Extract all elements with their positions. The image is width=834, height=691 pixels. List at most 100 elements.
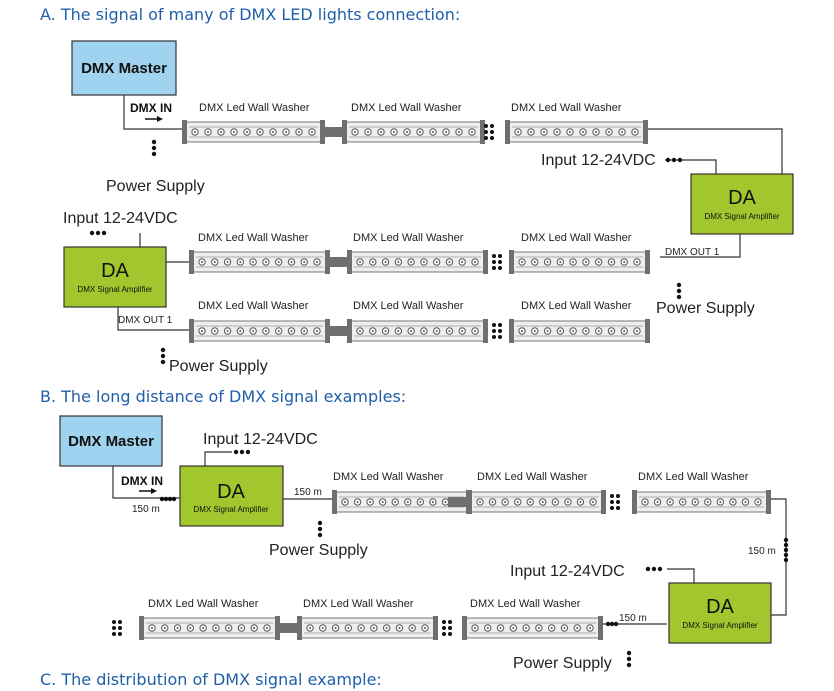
led-center <box>559 261 562 263</box>
led-center <box>252 330 255 332</box>
led-center <box>189 627 192 629</box>
led-center <box>435 330 438 332</box>
wire-master-to-washer <box>123 95 183 130</box>
led-center <box>321 627 324 629</box>
input-voltage-label: Input 12-24VDC <box>510 563 625 580</box>
led-center <box>266 627 268 629</box>
led-center <box>406 131 408 133</box>
washer-light <box>342 120 485 144</box>
led-center <box>385 627 388 629</box>
connector-dot <box>605 621 611 627</box>
led-center <box>277 330 280 332</box>
connector-dot <box>160 353 166 359</box>
washer-cap-left <box>462 616 467 640</box>
led-center <box>550 627 553 629</box>
led-center <box>572 330 575 332</box>
input-voltage-label: Input 12-24VDC <box>63 210 178 227</box>
led-center <box>394 501 397 503</box>
power-supply-label: Power Supply <box>656 300 755 317</box>
connector-dot <box>626 662 632 668</box>
washer-label: DMX Led Wall Washer <box>353 300 464 312</box>
led-center <box>448 330 451 332</box>
connector-dot <box>492 329 496 333</box>
led-center <box>246 131 248 133</box>
led-center <box>636 330 638 332</box>
washer-joiner <box>277 623 300 633</box>
led-center <box>406 501 409 503</box>
led-center <box>410 261 413 263</box>
washer-light <box>462 616 603 640</box>
led-center <box>277 261 280 263</box>
led-center <box>264 261 267 263</box>
led-center <box>608 131 610 133</box>
led-center <box>207 131 209 133</box>
connector-dot <box>492 260 496 264</box>
led-center <box>471 131 473 133</box>
washer-light <box>505 120 648 144</box>
washer-cap-left <box>632 490 637 514</box>
dmx-in-arrow-head-b <box>151 488 157 494</box>
connector-dot <box>626 656 632 662</box>
led-center <box>316 261 318 263</box>
led-center <box>272 131 274 133</box>
led-center <box>566 501 569 503</box>
dmx-in-label: DMX IN <box>130 101 172 115</box>
led-center <box>694 501 697 503</box>
connector-dot <box>448 632 452 636</box>
led-center <box>309 627 311 629</box>
wire-master-b-to-da <box>112 460 182 499</box>
washer-label: DMX Led Wall Washer <box>638 471 749 483</box>
washer-layer <box>139 120 771 640</box>
led-center <box>546 261 549 263</box>
led-center <box>474 330 476 332</box>
da-box-a-left <box>63 246 167 308</box>
washer-cap-right <box>643 120 648 144</box>
connector-dot <box>89 230 95 236</box>
led-center <box>240 627 243 629</box>
led-center <box>220 131 222 133</box>
led-center <box>290 261 293 263</box>
washer-label: DMX Led Wall Washer <box>199 102 310 114</box>
connector-dot <box>317 532 323 538</box>
led-center <box>298 131 300 133</box>
washer-cap-left <box>509 319 514 343</box>
connector-dot <box>498 329 502 333</box>
connector-dot <box>676 294 682 300</box>
led-center <box>656 501 659 503</box>
led-center <box>411 627 414 629</box>
led-center <box>474 627 476 629</box>
led-center <box>521 261 523 263</box>
input-voltage-label: Input 12-24VDC <box>541 152 656 169</box>
led-center <box>559 330 562 332</box>
power-supply-label: Power Supply <box>513 655 612 672</box>
washer-cap-left <box>189 250 194 274</box>
da-title-b-left: DA <box>217 481 245 503</box>
led-center <box>576 627 579 629</box>
washer-cap-right <box>645 250 650 274</box>
washer-light <box>632 490 771 514</box>
led-center <box>479 501 481 503</box>
led-center <box>610 330 613 332</box>
led-center <box>194 131 196 133</box>
wire-row1-to-da <box>647 128 783 174</box>
led-center <box>589 627 591 629</box>
da-box-b-right <box>668 582 772 644</box>
washer-light <box>347 250 488 274</box>
led-center <box>499 627 502 629</box>
washer-light <box>297 616 438 640</box>
washer-label: DMX Led Wall Washer <box>351 102 462 114</box>
led-center <box>239 261 242 263</box>
washer-label: DMX Led Wall Washer <box>477 471 588 483</box>
led-center <box>533 330 536 332</box>
led-center <box>669 501 672 503</box>
led-center <box>372 627 375 629</box>
led-center <box>541 501 544 503</box>
connector-dot <box>448 626 452 630</box>
connector-dot <box>613 621 619 627</box>
connector-dot <box>783 552 789 558</box>
da-subtitle-b-left: DMX Signal Amplifier <box>193 505 268 514</box>
led-center <box>264 330 267 332</box>
connector-dot <box>616 506 620 510</box>
led-center <box>393 131 395 133</box>
led-center <box>681 501 684 503</box>
